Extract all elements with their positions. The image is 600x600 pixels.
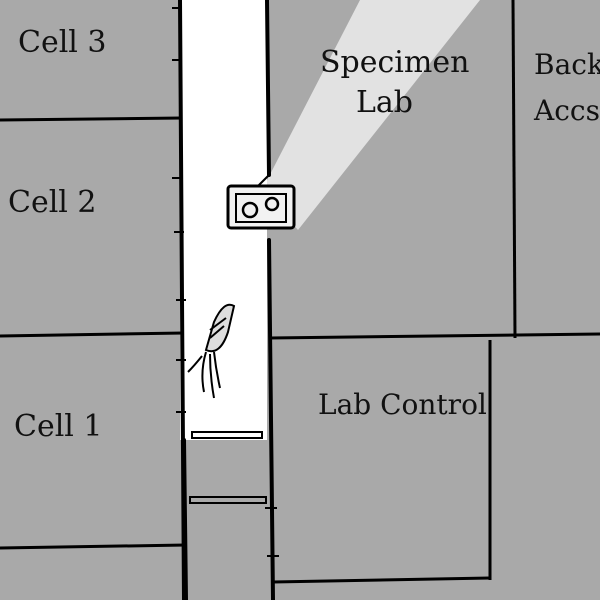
floor-strips [189,431,267,504]
room-label-cell-3: Cell 3 [18,25,107,60]
creature-icon[interactable] [187,303,236,399]
room-label-back: Back [534,48,600,81]
flashlight-beam [262,0,480,230]
room-label-lab-control: Lab Control [318,388,487,421]
room-label-cell-2: Cell 2 [8,185,97,220]
camera-icon[interactable] [226,173,296,230]
right-room-walls [269,0,600,584]
left-room-walls [0,116,187,550]
room-label-access: Accs [533,94,600,127]
room-label-lab: Lab [356,85,413,120]
room-label-cell-1: Cell 1 [14,409,103,444]
room-label-specimen: Specimen [320,45,469,80]
